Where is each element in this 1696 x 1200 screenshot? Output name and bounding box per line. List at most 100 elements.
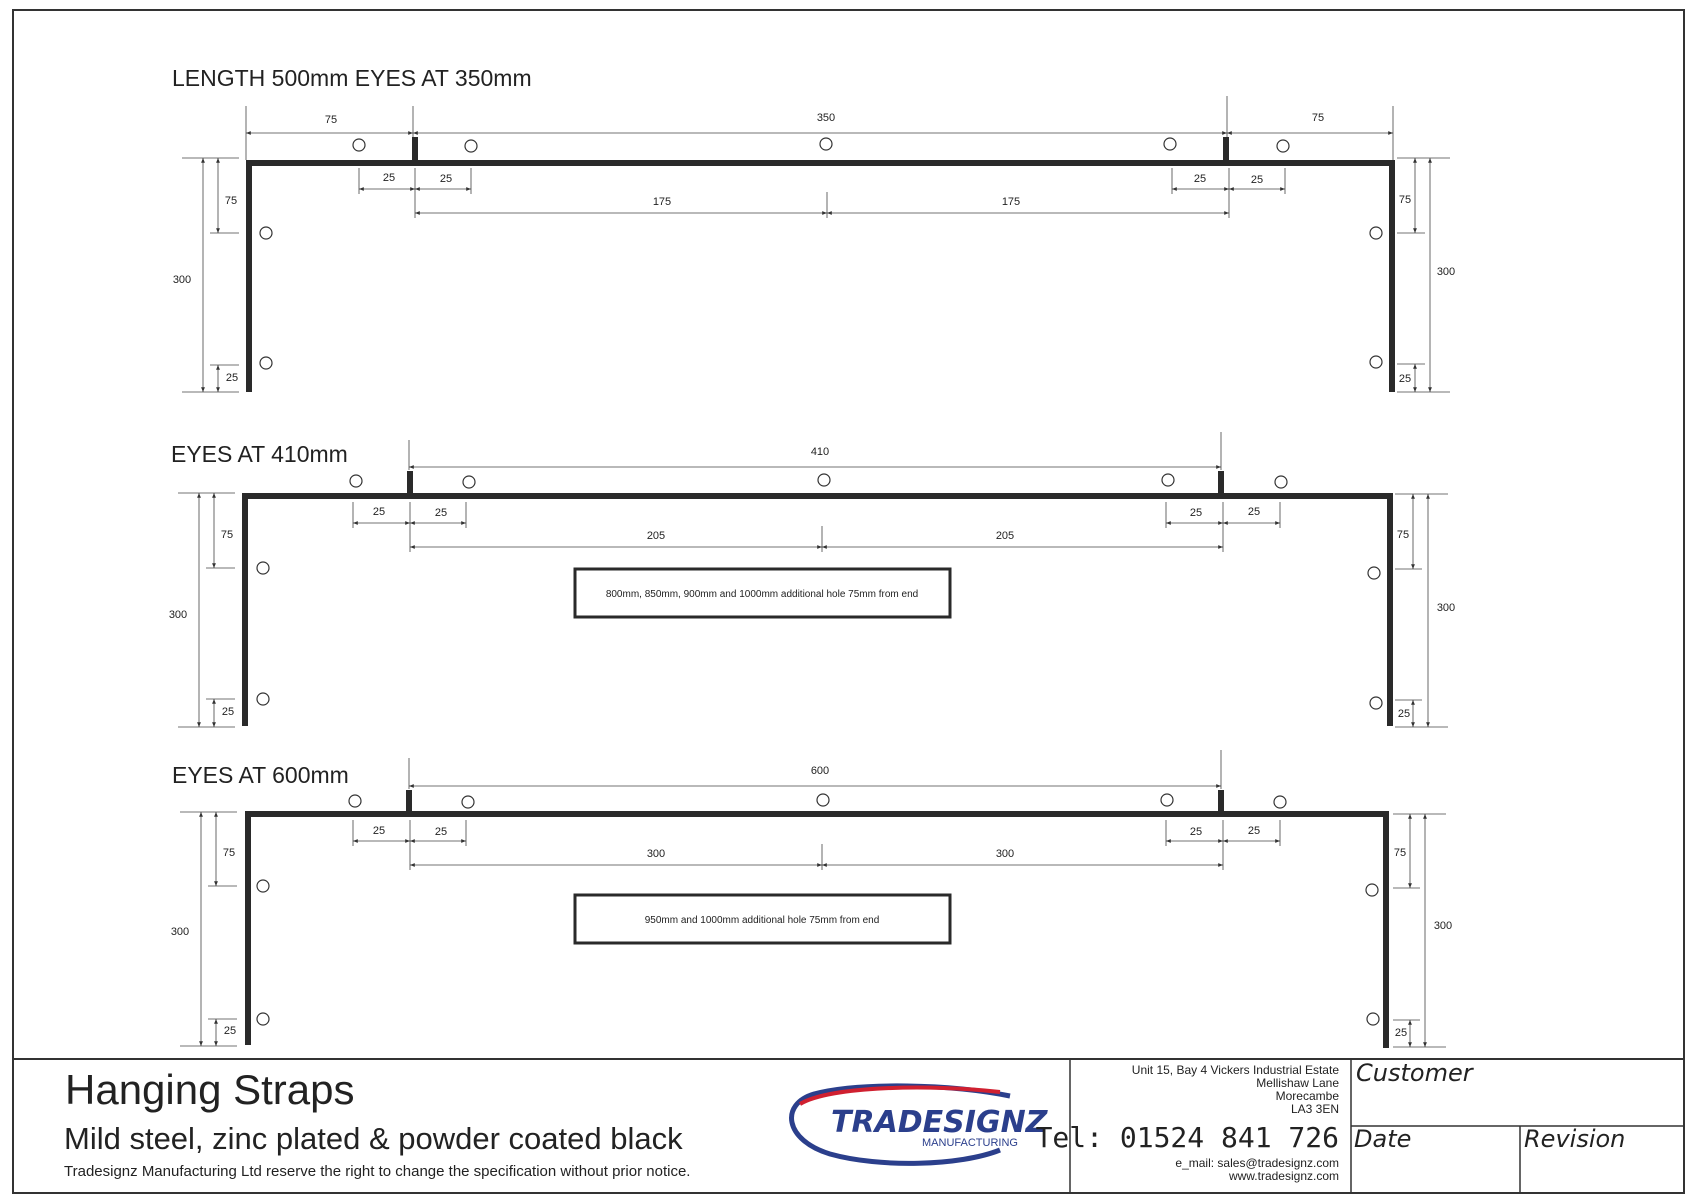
eye-post-right [1223,137,1229,164]
date-label: Date [1354,1125,1411,1153]
address-line: LA3 3EN [1291,1102,1339,1116]
note-box [573,567,952,619]
dim-label: 25 [224,1025,236,1037]
address-line: Morecambe [1276,1089,1340,1103]
telephone: Tel: 01524 841 726 [1036,1121,1339,1154]
dim-label: 75 [1399,194,1411,206]
hole [1276,139,1290,153]
dim-label: 175 [653,196,671,208]
address-line: Unit 15, Bay 4 Vickers Industrial Estate [1132,1063,1340,1077]
dim-label: 300 [996,848,1014,860]
hole [1369,355,1383,369]
dim-label: 350 [817,112,835,124]
hole [352,138,366,152]
hole [819,137,833,151]
hole [1367,566,1381,580]
hole [259,356,273,370]
hole [464,139,478,153]
dim-label: 25 [1248,506,1260,518]
dim-label: 75 [221,529,233,541]
dim-label: 25 [1190,826,1202,838]
sheet-border [12,9,1685,1194]
dim-label: 25 [1194,173,1206,185]
dim-label: 600 [811,765,829,777]
hole [816,793,830,807]
hole [1369,226,1383,240]
drawing-3: EYES AT 600mm [171,750,1452,1048]
dim-label: 25 [1248,825,1260,837]
hole [1273,795,1287,809]
eye-post-right [1218,471,1224,497]
address-line: Mellishaw Lane [1256,1076,1339,1090]
hole [256,1012,270,1026]
note-text: 950mm and 1000mm additional hole 75mm fr… [645,915,880,926]
dim-label: 25 [226,372,238,384]
dim-label: 175 [1002,196,1020,208]
drawing-1: LENGTH 500mm EYES AT 350mm [172,65,1455,393]
customer-label: Customer [1356,1059,1475,1087]
dim-label: 25 [1190,507,1202,519]
hole [259,226,273,240]
drawing-2-title: EYES AT 410mm [171,441,348,467]
note-text: 800mm, 850mm, 900mm and 1000mm additiona… [606,589,918,600]
dim-label: 75 [1394,847,1406,859]
hole [817,473,831,487]
website: www.tradesignz.com [1228,1169,1339,1183]
dim-label: 25 [435,507,447,519]
strap-body [242,493,1393,726]
title-block: Hanging Straps Mild steel, zinc plated &… [13,1058,1684,1193]
logo-subtext: MANUFACTURING [922,1137,1018,1149]
hole [1366,1012,1380,1026]
revision-label: Revision [1524,1125,1625,1153]
dim-label: 25 [1399,373,1411,385]
hole [461,795,475,809]
dim-label: 25 [1398,708,1410,720]
hole [349,474,363,488]
dim-label: 25 [373,825,385,837]
email: e_mail: sales@tradesignz.com [1175,1156,1339,1170]
dim-label: 300 [647,848,665,860]
drawing-1-title: LENGTH 500mm EYES AT 350mm [172,65,532,91]
drawing-2: EYES AT 410mm [169,432,1455,728]
drawing-title: Hanging Straps [65,1066,355,1113]
dim-label: 205 [647,530,665,542]
hole [1274,475,1288,489]
dim-label: 75 [223,847,235,859]
dim-label: 300 [1437,266,1455,278]
strap-body [245,811,1389,1048]
hole [256,561,270,575]
dim-label: 300 [169,609,187,621]
dim-label: 25 [440,173,452,185]
hole [348,794,362,808]
strap-body [246,160,1395,392]
hole [1365,883,1379,897]
disclaimer: Tradesignz Manufacturing Ltd reserve the… [64,1163,690,1180]
hole [462,475,476,489]
drawing-subtitle: Mild steel, zinc plated & powder coated … [64,1121,683,1156]
tradesignz-logo: TRADESIGNZ MANUFACTURING [789,1083,1049,1166]
dim-label: 25 [222,706,234,718]
dim-label: 75 [325,114,337,126]
drawing-3-title: EYES AT 600mm [172,762,349,788]
dim-label: 300 [1434,920,1452,932]
hole [1369,696,1383,710]
eye-post-left [407,471,413,497]
dim-label: 25 [383,172,395,184]
dim-label: 25 [373,506,385,518]
dim-label: 410 [811,446,829,458]
dim-label: 25 [1251,174,1263,186]
dim-label: 75 [225,195,237,207]
eye-post-left [412,137,418,164]
hole [256,692,270,706]
dim-label: 300 [173,274,191,286]
dim-label: 25 [1395,1027,1407,1039]
hole [256,879,270,893]
dim-label: 25 [435,826,447,838]
dim-label: 300 [1437,602,1455,614]
note-box [573,893,952,945]
dim-label: 75 [1312,112,1324,124]
eye-post-left [406,790,412,815]
dim-label: 300 [171,926,189,938]
hole [1161,473,1175,487]
